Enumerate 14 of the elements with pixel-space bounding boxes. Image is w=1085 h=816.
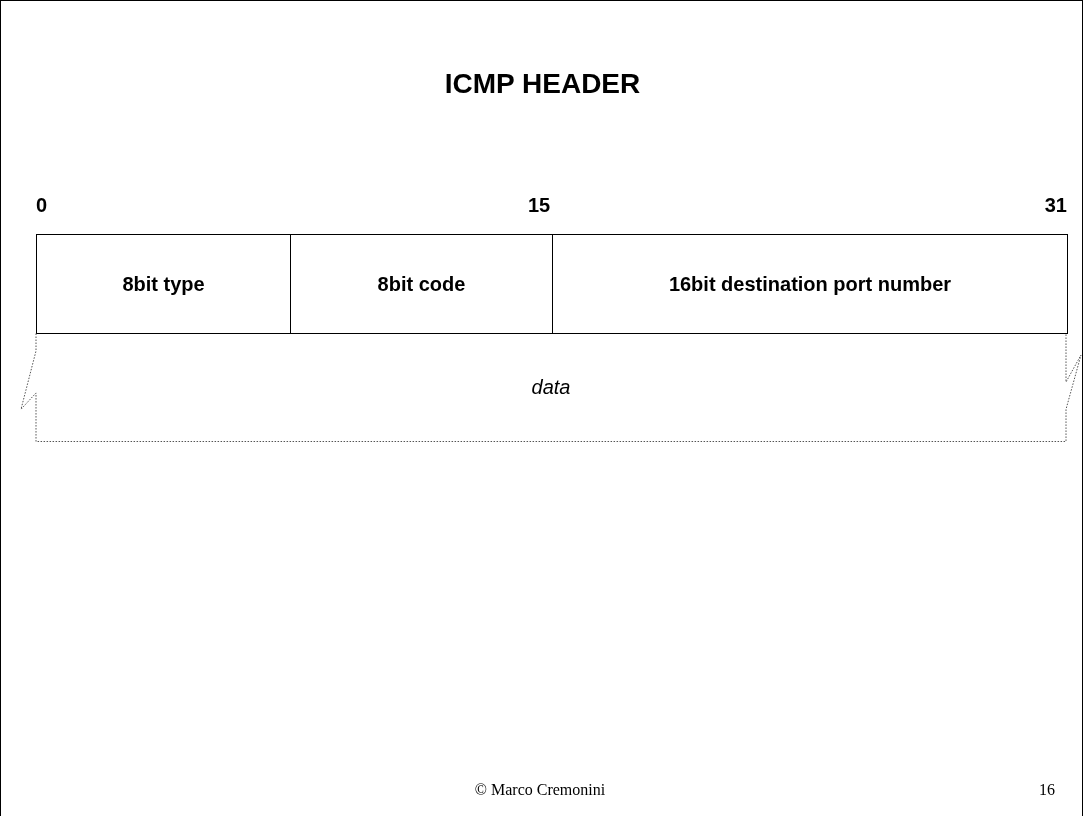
data-section xyxy=(20,333,1082,442)
field-label: 8bit code xyxy=(377,272,466,296)
page-number: 16 xyxy=(1039,781,1055,799)
copyright-notice: © Marco Cremonini xyxy=(474,781,606,799)
bit-number: 15 xyxy=(528,194,551,217)
header-field xyxy=(290,234,553,334)
bit-number: 0 xyxy=(36,194,48,217)
field-label: 8bit type xyxy=(122,272,205,296)
header-field xyxy=(552,234,1068,334)
field-label: 16bit destination port number xyxy=(668,272,952,296)
header-field xyxy=(36,234,291,334)
data-label: data xyxy=(531,376,571,399)
bit-number: 31 xyxy=(1044,194,1067,217)
title: ICMP HEADER xyxy=(443,68,642,100)
